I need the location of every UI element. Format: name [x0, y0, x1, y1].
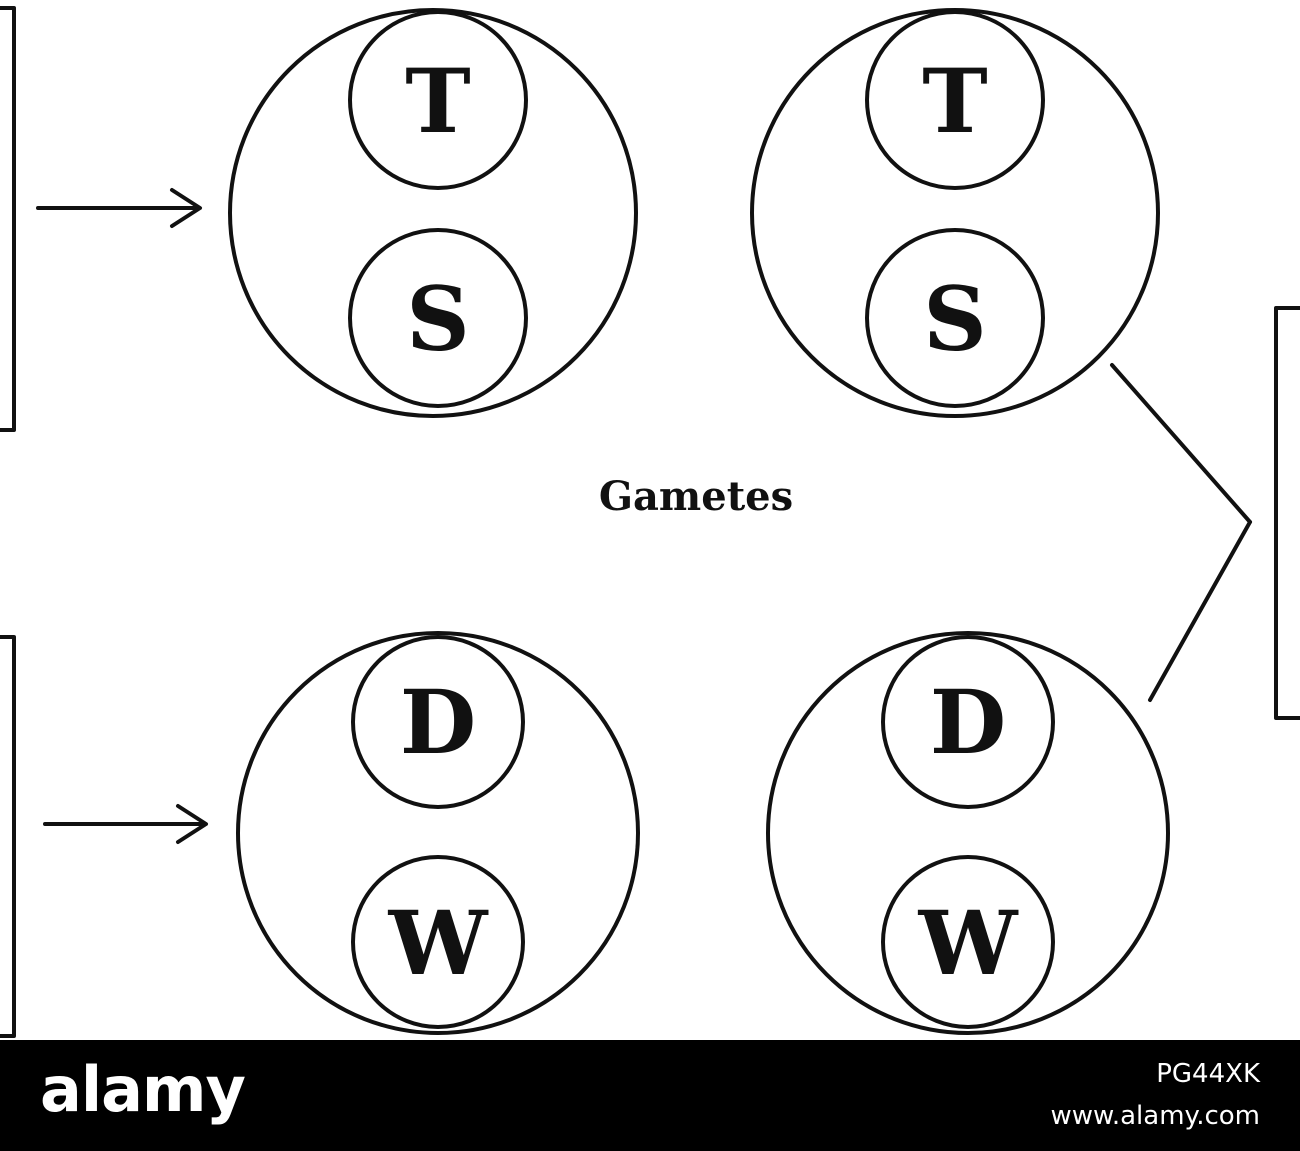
allele-label: W — [388, 891, 489, 995]
connector-line-lower — [1148, 520, 1252, 702]
gamete-bottom-left — [236, 631, 640, 1035]
allele-label: D — [400, 670, 476, 774]
left-bracket-top — [0, 6, 16, 432]
allele-label: S — [923, 267, 987, 371]
gamete-diagram: T S T S D W D W Gametes — [0, 6, 1300, 1038]
allele-label: S — [406, 267, 470, 371]
watermark-bar: alamy PG44XK www.alamy.com — [0, 1040, 1300, 1151]
gamete-bottom-right — [766, 631, 1170, 1035]
allele-label: D — [930, 670, 1006, 774]
left-bracket-bottom — [0, 635, 16, 1038]
arrow-top — [36, 188, 202, 228]
gamete-top-left — [228, 8, 638, 418]
brand-logo: alamy — [40, 1053, 246, 1126]
site-url: www.alamy.com — [1050, 1101, 1260, 1131]
gametes-caption: Gametes — [599, 473, 793, 520]
allele-label: W — [918, 891, 1019, 995]
image-id: PG44XK — [1156, 1059, 1260, 1089]
gamete-top-right — [750, 8, 1160, 418]
connector-line-upper — [1110, 363, 1252, 524]
arrow-bottom — [43, 804, 208, 844]
right-bracket — [1274, 306, 1300, 720]
allele-label: T — [922, 49, 987, 153]
allele-label: T — [405, 49, 470, 153]
